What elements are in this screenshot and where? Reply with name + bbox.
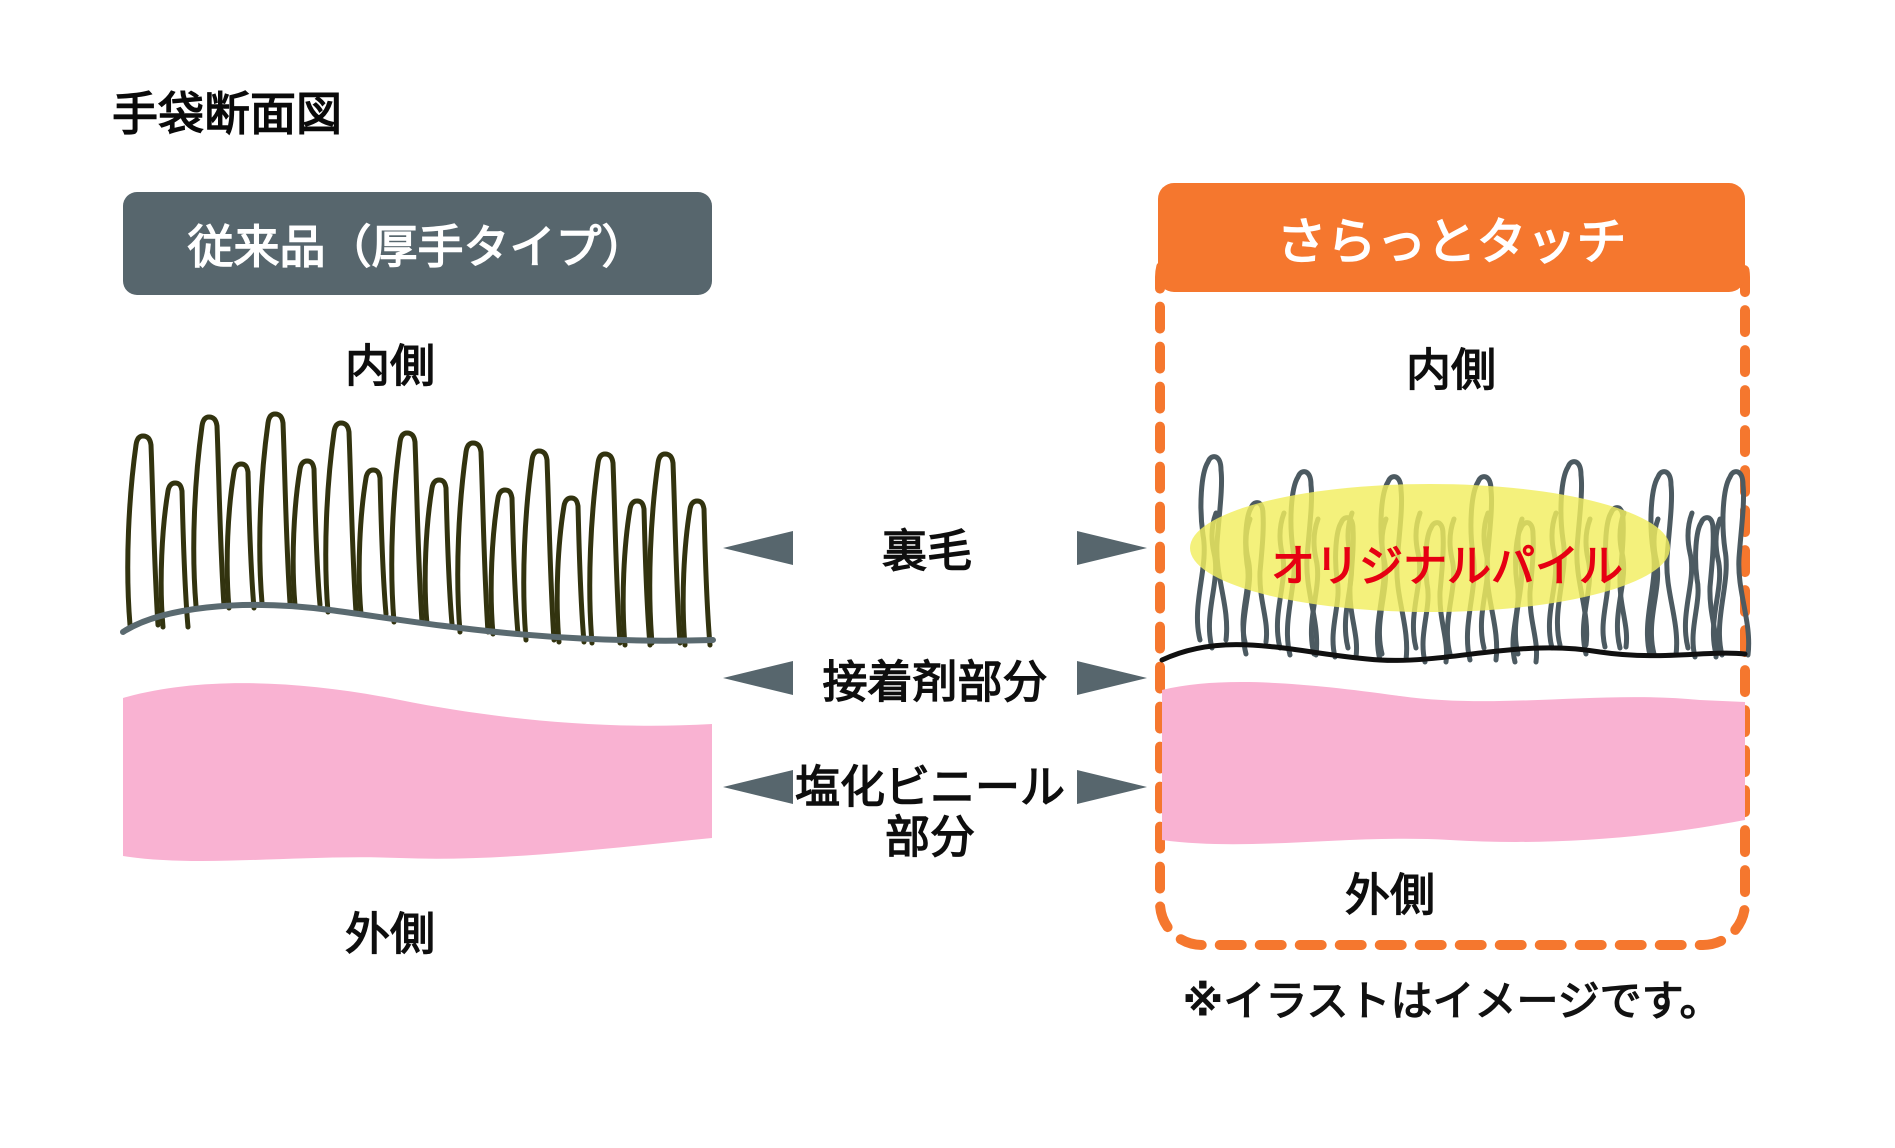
arrow-left-vinyl	[723, 770, 793, 804]
inner-side-label-left: 内側	[344, 340, 436, 392]
right-panel-header: さらっとタッチ	[1158, 183, 1745, 292]
arrow-right-lining	[1077, 531, 1147, 565]
lining-label: 裏毛	[881, 525, 973, 577]
vinyl-layer-left	[123, 683, 712, 861]
pile-strands-left	[128, 414, 710, 645]
illustration-note: ※イラストはイメージです。	[1182, 977, 1722, 1025]
fabric-base-line-left	[120, 601, 716, 644]
vinyl-label: 塩化ビニール 部分	[794, 761, 1066, 862]
left-panel-header: 従来品（厚手タイプ）	[123, 192, 712, 295]
arrow-right-vinyl	[1077, 770, 1147, 804]
pile-highlight-ellipse	[1190, 484, 1670, 612]
outer-side-label-right: 外側	[1344, 869, 1436, 921]
adhesive-line-right	[1159, 642, 1748, 663]
arrow-left-adhesive	[723, 661, 793, 695]
outer-side-label-left: 外側	[344, 908, 436, 960]
adhesive-label: 接着剤部分	[822, 656, 1048, 708]
page-title: 手袋断面図	[112, 88, 342, 140]
arrow-left-lining	[723, 531, 793, 565]
vinyl-label-line2: 部分	[884, 811, 976, 862]
original-pile-label: オリジナルパイル	[1271, 542, 1623, 591]
vinyl-label-line1: 塩化ビニール	[794, 761, 1066, 813]
inner-side-label-right: 内側	[1405, 344, 1497, 396]
arrow-right-adhesive	[1077, 661, 1147, 695]
vinyl-layer-right	[1162, 682, 1745, 845]
